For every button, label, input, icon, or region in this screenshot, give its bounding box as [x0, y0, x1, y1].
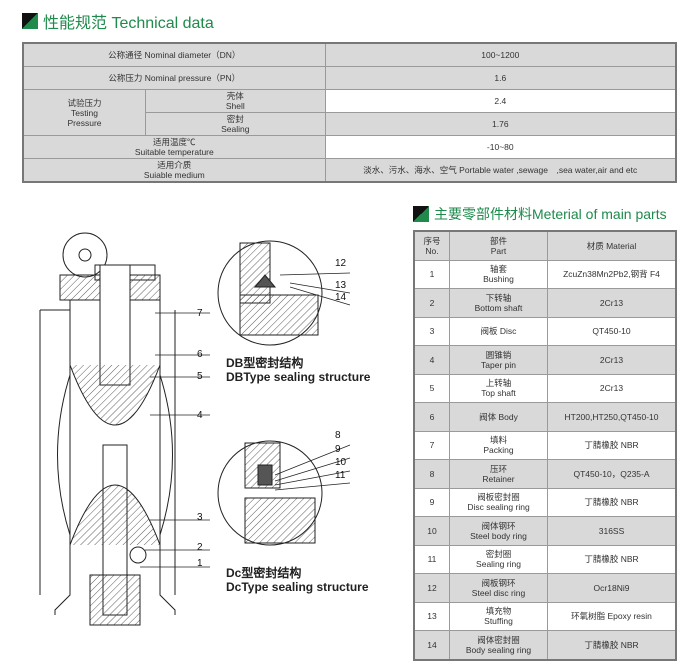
nominal-diameter-value: 100~1200 [324, 42, 677, 67]
part-no: 5 [413, 373, 450, 403]
technical-data-table: 公称通径 Nominal diameter（DN）100~1200 公称压力 N… [22, 42, 677, 183]
nominal-pressure-label: 公称压力 Nominal pressure（PN） [22, 66, 326, 90]
part-no: 3 [413, 316, 450, 346]
part-material: 2Cr13 [547, 345, 677, 375]
part-material: 丁腈橡胶 NBR [547, 430, 677, 460]
part-no: 7 [413, 430, 450, 460]
nominal-diameter-label: 公称通径 Nominal diameter（DN） [22, 42, 326, 67]
part-no: 12 [413, 573, 450, 603]
callout-number: 1 [197, 558, 203, 569]
temperature-value: -10~80 [324, 135, 677, 159]
part-material: 丁腈橡胶 NBR [547, 487, 677, 517]
technical-data-title: 性能规范 Technical data [43, 15, 214, 32]
part-material: QT450-10，Q235-A [547, 459, 677, 489]
section-marker-icon [413, 206, 429, 222]
shell-value: 2.4 [324, 89, 677, 113]
parts-title: 主要零部件材料Meterial of main parts [434, 206, 667, 222]
part-material: QT450-10 [547, 316, 677, 346]
callout-number: 4 [197, 410, 203, 421]
part-material: ZcuZn38Mn2Pb2,钢背 F4 [547, 259, 677, 289]
technical-data-heading: 性能规范 Technical data [22, 9, 214, 33]
part-no: 11 [413, 544, 450, 574]
parts-row: 6 阀体 Body HT200,HT250,QT450-10 [413, 402, 677, 432]
part-no: 1 [413, 259, 450, 289]
callout-number: 2 [197, 542, 203, 553]
header-material: 材质 Material [547, 230, 677, 261]
callout-number: 9 [335, 444, 341, 455]
callout-number: 11 [335, 470, 346, 481]
section-marker-icon [22, 13, 38, 29]
part-no: 10 [413, 516, 450, 546]
callout-number: 14 [335, 292, 347, 303]
callout-number: 13 [335, 280, 347, 291]
callout-number: 6 [197, 349, 203, 360]
callout-number: 8 [335, 430, 341, 441]
sealing-value: 1.76 [324, 112, 677, 136]
part-material: 2Cr13 [547, 288, 677, 318]
part-material: 2Cr13 [547, 373, 677, 403]
part-no: 8 [413, 459, 450, 489]
part-material: Ocr18Ni9 [547, 573, 677, 603]
part-material: 环氧树脂 Epoxy resin [547, 601, 677, 631]
part-material: 316SS [547, 516, 677, 546]
parts-row: 3 阀板 Disc QT450-10 [413, 316, 677, 346]
callout-number: 3 [197, 512, 203, 523]
part-no: 14 [413, 630, 450, 660]
part-no: 4 [413, 345, 450, 375]
medium-value: 淡水、污水、海水、空气 Portable water ,sewage ,sea … [324, 158, 677, 183]
part-no: 13 [413, 601, 450, 631]
valve-body-section [39, 232, 176, 626]
callout-number: 12 [335, 258, 347, 269]
part-material: 丁腈橡胶 NBR [547, 544, 677, 574]
callout-number: 10 [335, 457, 347, 468]
part-no: 2 [413, 288, 450, 318]
part-name: 阀板 Disc [449, 316, 548, 346]
part-no: 6 [413, 402, 450, 432]
part-material: HT200,HT250,QT450-10 [547, 402, 677, 432]
part-name: 阀体 Body [449, 402, 548, 432]
part-material: 丁腈橡胶 NBR [547, 630, 677, 660]
valve-drawing [39, 232, 351, 626]
nominal-pressure-value: 1.6 [324, 66, 677, 90]
parts-heading: 主要零部件材料Meterial of main parts [413, 204, 667, 224]
callout-number: 5 [197, 371, 203, 382]
callout-number: 7 [197, 308, 203, 319]
part-no: 9 [413, 487, 450, 517]
